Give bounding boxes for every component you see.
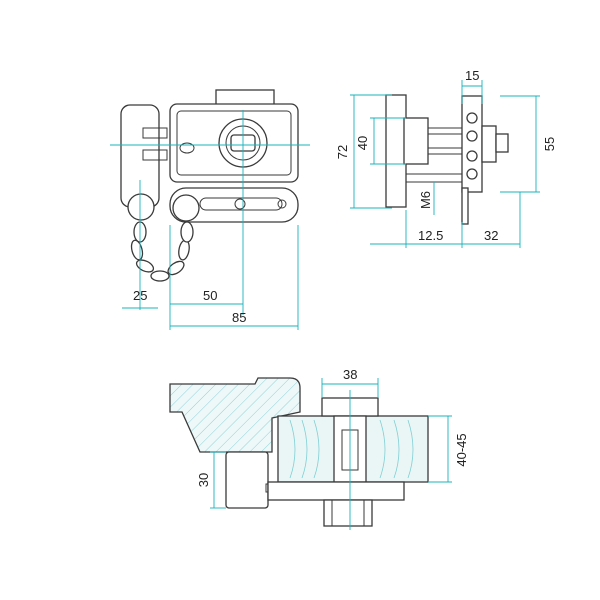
mounting-plate-foot xyxy=(461,187,469,225)
plate-tip xyxy=(495,133,509,153)
chain-link xyxy=(130,239,144,261)
plate-nut xyxy=(481,125,497,163)
plate-hole xyxy=(466,150,478,162)
installation-view: 38 40-45 30 xyxy=(169,367,469,530)
side-screw xyxy=(405,173,465,183)
dim-side-inner-height: 40 xyxy=(355,136,370,150)
dim-right-depth: 32 xyxy=(484,228,498,243)
side-lock-body xyxy=(385,94,407,208)
plate-hole xyxy=(466,130,478,142)
dim-total-width: 85 xyxy=(232,310,246,325)
rail-hole xyxy=(234,198,246,210)
dim-chain-offset: 50 xyxy=(203,288,217,303)
chain-rail-slot xyxy=(199,197,283,211)
chain-rail xyxy=(169,187,299,223)
dim-left-depth: 12.5 xyxy=(418,228,443,243)
install-base-plate xyxy=(267,481,405,501)
chain-link xyxy=(178,239,190,261)
chain-link xyxy=(135,259,155,273)
rail-hole-right xyxy=(277,199,287,209)
dim-keeper-height: 30 xyxy=(196,473,211,487)
install-keeper xyxy=(225,451,269,509)
dim-thread: M6 xyxy=(418,191,433,209)
chain-link xyxy=(150,270,170,282)
chain-anchor-left xyxy=(127,193,155,221)
dim-door-thickness: 40-45 xyxy=(454,433,469,466)
dim-side-outer-height: 72 xyxy=(335,145,350,159)
install-knob xyxy=(323,499,373,527)
keeper-pin-top xyxy=(142,127,168,139)
side-view: 15 72 40 55 M6 12.5 32 xyxy=(335,68,557,248)
plate-hole xyxy=(466,168,478,180)
plate-hole xyxy=(466,112,478,124)
chain-link xyxy=(180,221,194,243)
chain xyxy=(130,221,194,282)
keeper-pin-bottom xyxy=(142,149,168,161)
side-inner-block xyxy=(403,117,429,165)
chain-link xyxy=(167,260,185,276)
lock-inner-panel xyxy=(176,110,292,176)
front-view: 25 50 85 xyxy=(110,89,310,330)
lock-keyhole xyxy=(179,142,195,154)
dim-plate-height: 55 xyxy=(542,137,557,151)
chain-anchor-right xyxy=(172,194,200,222)
side-bolt-2 xyxy=(427,147,463,155)
side-bolt xyxy=(427,127,463,135)
dim-side-top: 15 xyxy=(465,68,479,83)
install-knob-grip xyxy=(331,499,365,527)
dim-install-width: 38 xyxy=(343,367,357,382)
dim-chain-width: 25 xyxy=(133,288,147,303)
